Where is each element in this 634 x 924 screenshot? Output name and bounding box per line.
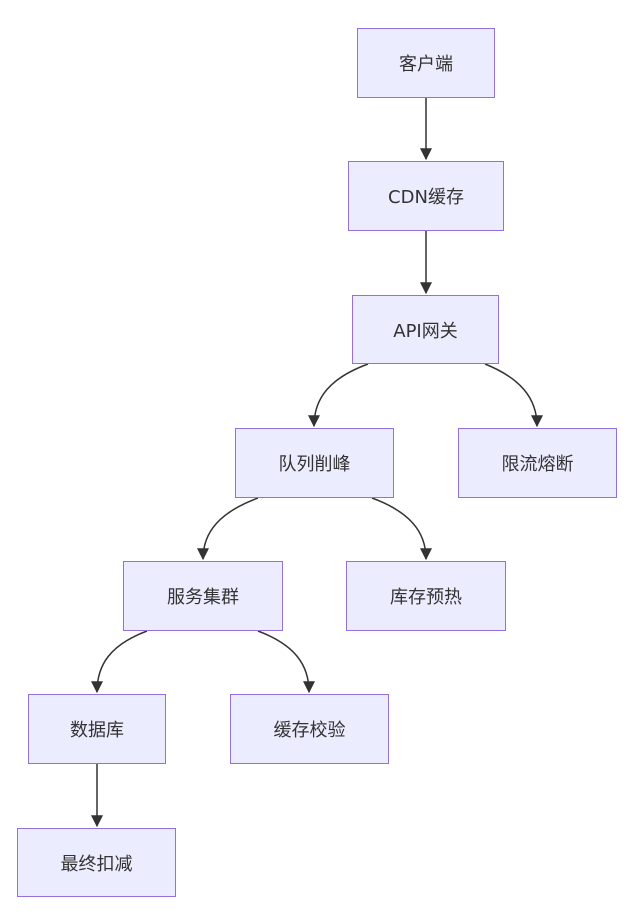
- edge-gateway-to-queue: [308, 363, 369, 428]
- edge-service-to-cachecheck: [257, 630, 315, 694]
- edge-service-to-database: [91, 630, 148, 694]
- edge-queue-to-preheat: [371, 497, 432, 561]
- node-queue-peak-shaving: 队列削峰: [235, 428, 394, 498]
- node-final-deduction: 最终扣减: [17, 828, 176, 897]
- node-client: 客户端: [357, 28, 495, 98]
- edge-gateway-to-ratelimit: [484, 363, 543, 428]
- node-cdn-cache: CDN缓存: [348, 161, 504, 231]
- node-cache-validation: 缓存校验: [230, 694, 389, 764]
- node-rate-limit-circuit-breaker: 限流熔断: [458, 428, 617, 498]
- node-api-gateway: API网关: [352, 295, 499, 364]
- node-database: 数据库: [28, 694, 166, 764]
- node-service-cluster: 服务集群: [123, 561, 283, 631]
- edge-queue-to-service: [197, 497, 259, 561]
- node-inventory-preheat: 库存预热: [346, 561, 506, 631]
